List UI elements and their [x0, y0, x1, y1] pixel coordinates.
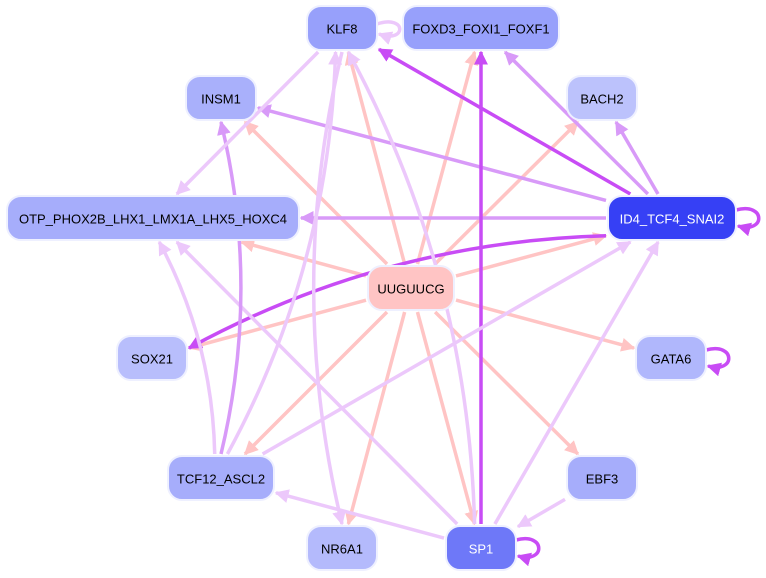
edge-klf8-to-otp	[175, 50, 320, 196]
node-box[interactable]	[167, 455, 275, 501]
node-id4[interactable]: ID4_TCF4_SNAI2	[607, 195, 737, 241]
node-box[interactable]	[607, 195, 737, 241]
node-box[interactable]	[185, 75, 257, 121]
node-box[interactable]	[566, 455, 638, 501]
node-label: GATA6	[651, 352, 692, 367]
edge-gata6-to-gata6	[705, 346, 731, 377]
edge-sp1-to-id4	[493, 240, 660, 525]
node-box[interactable]	[402, 5, 560, 51]
edge-id4-to-insm1	[256, 104, 607, 203]
node-label: EBF3	[586, 472, 619, 487]
node-label: UUGUUCG	[377, 282, 444, 297]
node-sp1[interactable]: SP1	[445, 525, 517, 571]
node-box[interactable]	[635, 335, 707, 381]
node-label: BACH2	[580, 92, 623, 107]
node-label: NR6A1	[321, 542, 363, 557]
edge-uuguucg-to-nr6a1	[344, 311, 407, 526]
edge-id4-to-foxd3	[503, 50, 650, 196]
edge-tcf12-to-insm1	[217, 120, 243, 455]
node-label: SOX21	[131, 352, 173, 367]
node-label: TCF12_ASCL2	[177, 472, 265, 487]
node-insm1[interactable]: INSM1	[185, 75, 257, 121]
edge-id4-to-id4	[735, 206, 761, 237]
node-label: ID4_TCF4_SNAI2	[620, 212, 725, 227]
edge-uuguucg-to-klf8	[344, 50, 407, 265]
node-label: OTP_PHOX2B_LHX1_LMX1A_LHX5_HOXC4	[19, 212, 287, 227]
node-uuguucg[interactable]: UUGUUCG	[367, 265, 455, 311]
edge-klf8-to-nr6a1	[311, 51, 346, 526]
node-label: INSM1	[201, 92, 241, 107]
node-box[interactable]	[116, 335, 188, 381]
edge-sp1-to-sp1	[515, 536, 541, 567]
edge-uuguucg-to-sox21	[187, 298, 367, 352]
edge-id4-to-bach2	[614, 120, 660, 195]
node-box[interactable]	[6, 195, 300, 241]
edge-uuguucg-to-bach2	[433, 120, 580, 266]
edge-sp1-to-tcf12	[274, 489, 445, 540]
node-nr6a1[interactable]: NR6A1	[306, 525, 378, 571]
node-box[interactable]	[566, 75, 638, 121]
edge-id4-to-klf8	[377, 47, 632, 196]
edge-uuguucg-to-gata6	[455, 298, 636, 352]
node-foxd3[interactable]: FOXD3_FOXI1_FOXF1	[402, 5, 560, 51]
node-label: SP1	[469, 542, 494, 557]
edge-uuguucg-to-ebf3	[433, 310, 580, 456]
edge-klf8-to-foxd3	[376, 20, 402, 45]
node-otp[interactable]: OTP_PHOX2B_LHX1_LMX1A_LHX5_HOXC4	[6, 195, 300, 241]
node-box[interactable]	[445, 525, 517, 571]
node-klf8[interactable]: KLF8	[306, 5, 378, 51]
node-sox21[interactable]: SOX21	[116, 335, 188, 381]
edge-tcf12-to-klf8	[225, 50, 343, 455]
node-label: KLF8	[326, 22, 357, 37]
node-tcf12[interactable]: TCF12_ASCL2	[167, 455, 275, 501]
node-label: FOXD3_FOXI1_FOXF1	[412, 22, 549, 37]
node-bach2[interactable]: BACH2	[566, 75, 638, 121]
edge-tcf12-to-otp	[157, 240, 217, 455]
edge-uuguucg-to-insm1	[243, 120, 389, 266]
node-box[interactable]	[306, 5, 378, 51]
node-ebf3[interactable]: EBF3	[566, 455, 638, 501]
edge-uuguucg-to-sp1	[415, 311, 479, 526]
edge-uuguucg-to-otp	[240, 238, 367, 278]
node-box[interactable]	[367, 265, 455, 311]
edge-ebf3-to-sp1	[516, 497, 566, 529]
node-box[interactable]	[306, 525, 378, 571]
node-gata6[interactable]: GATA6	[635, 335, 707, 381]
